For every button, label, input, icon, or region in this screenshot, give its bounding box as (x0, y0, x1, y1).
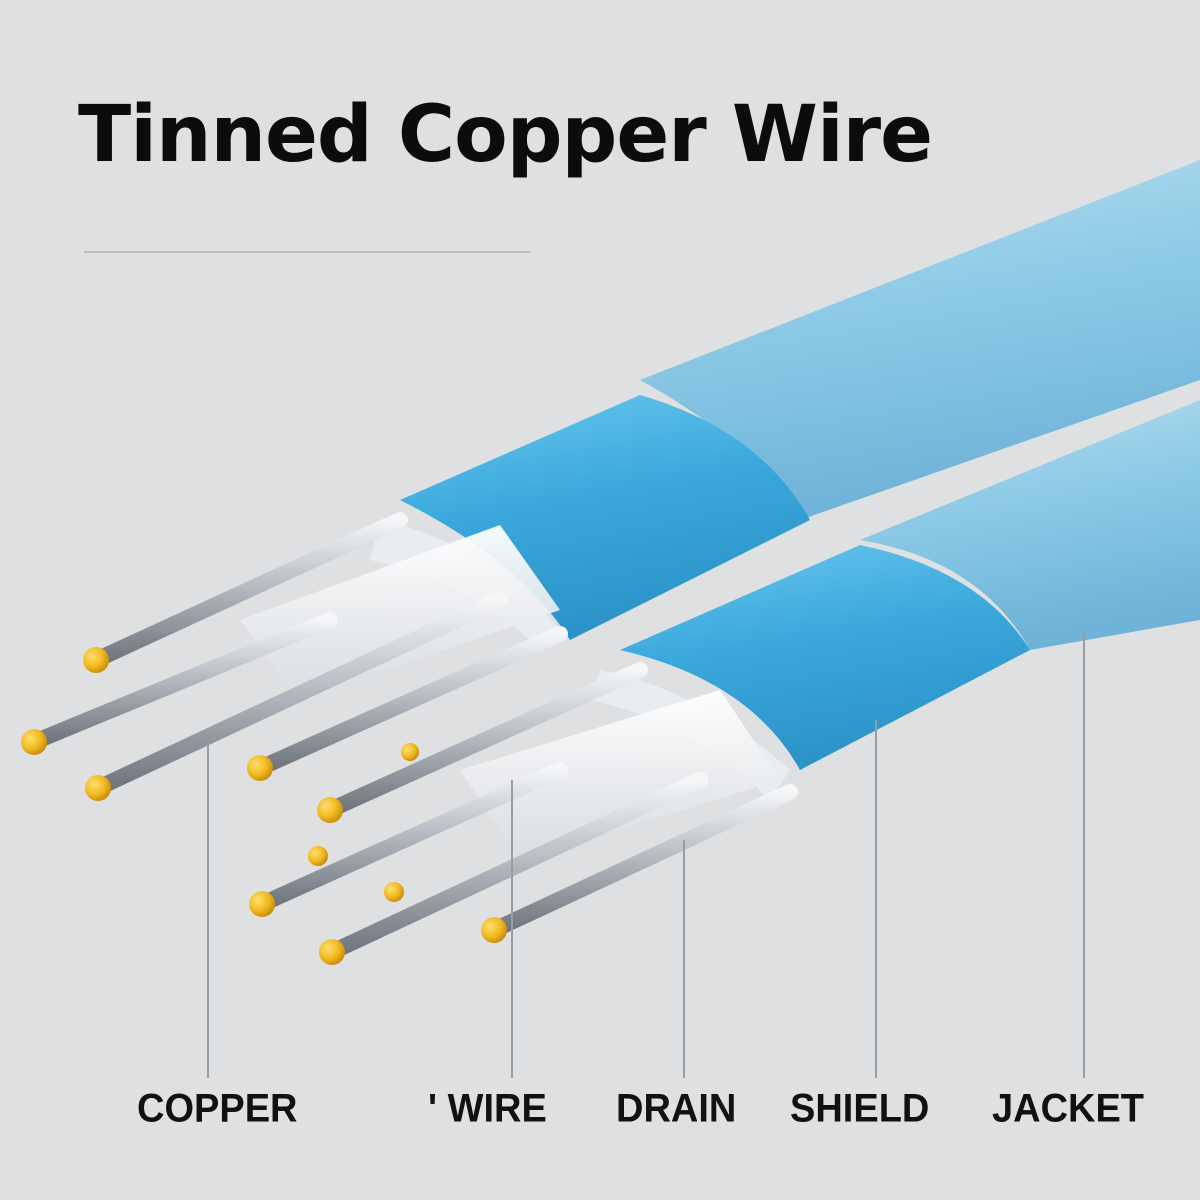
lower-cable-jacket (860, 400, 1200, 650)
wire-label: ' WIRE (428, 1086, 547, 1132)
page-title: Tinned Copper Wire (78, 90, 933, 180)
insulation-tube (460, 690, 780, 860)
jacket-label: JACKET (992, 1086, 1145, 1132)
copper-label: COPPER (137, 1086, 298, 1132)
insulation-tube (240, 525, 560, 700)
upper-wires (26, 512, 568, 796)
wire-tips (21, 647, 507, 965)
lower-cable-shield (620, 545, 1030, 770)
drain-label: DRAIN (616, 1086, 737, 1132)
upper-cable-shield (400, 395, 810, 640)
shield-label: SHIELD (790, 1086, 930, 1132)
callout-lines (207, 630, 1085, 1078)
lower-wires (254, 662, 798, 960)
upper-cable-jacket (640, 160, 1200, 520)
